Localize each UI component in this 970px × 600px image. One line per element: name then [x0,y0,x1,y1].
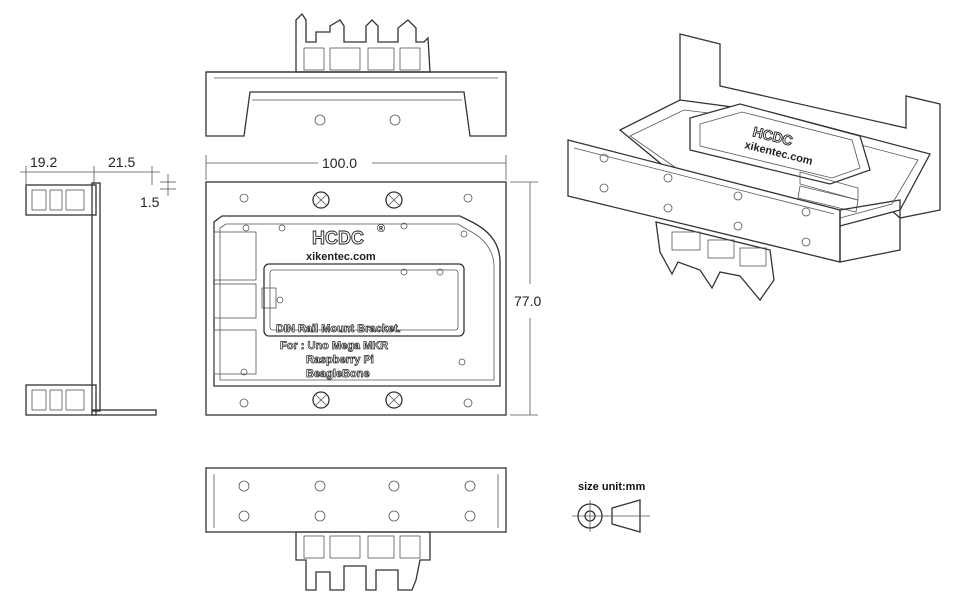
website-label: xikentec.com [306,251,376,263]
product-line-3: Raspberry Pi [306,354,374,366]
front-view: 100.0 77.0 [205,155,541,416]
dim-side-left: 19.2 [30,154,57,170]
top-view [205,12,507,137]
bottom-view [205,467,507,591]
product-line-2: For : Uno Mega MKR [280,340,388,352]
unit-note: size unit:mm [578,481,645,493]
screw-icon [312,391,330,409]
isometric-view: HCDC xikentec.com [567,33,941,302]
product-line-1: DIN Rail Mount Bracket. [276,323,401,335]
registered-mark: ® [377,223,385,235]
dim-side-mid: 21.5 [108,154,135,170]
brand-logo: HCDC [312,228,364,248]
product-line-4: BeagleBone [306,368,370,380]
side-view: 19.2 21.5 1.5 [20,154,176,416]
dim-width: 100.0 [322,155,357,171]
screw-icon [312,191,330,209]
dim-height: 77.0 [514,293,541,309]
projection-symbol-icon [572,499,650,533]
dim-side-small: 1.5 [140,194,160,210]
screw-icon [385,391,403,409]
screw-icon [385,191,403,209]
unit-legend: size unit:mm [572,481,650,533]
